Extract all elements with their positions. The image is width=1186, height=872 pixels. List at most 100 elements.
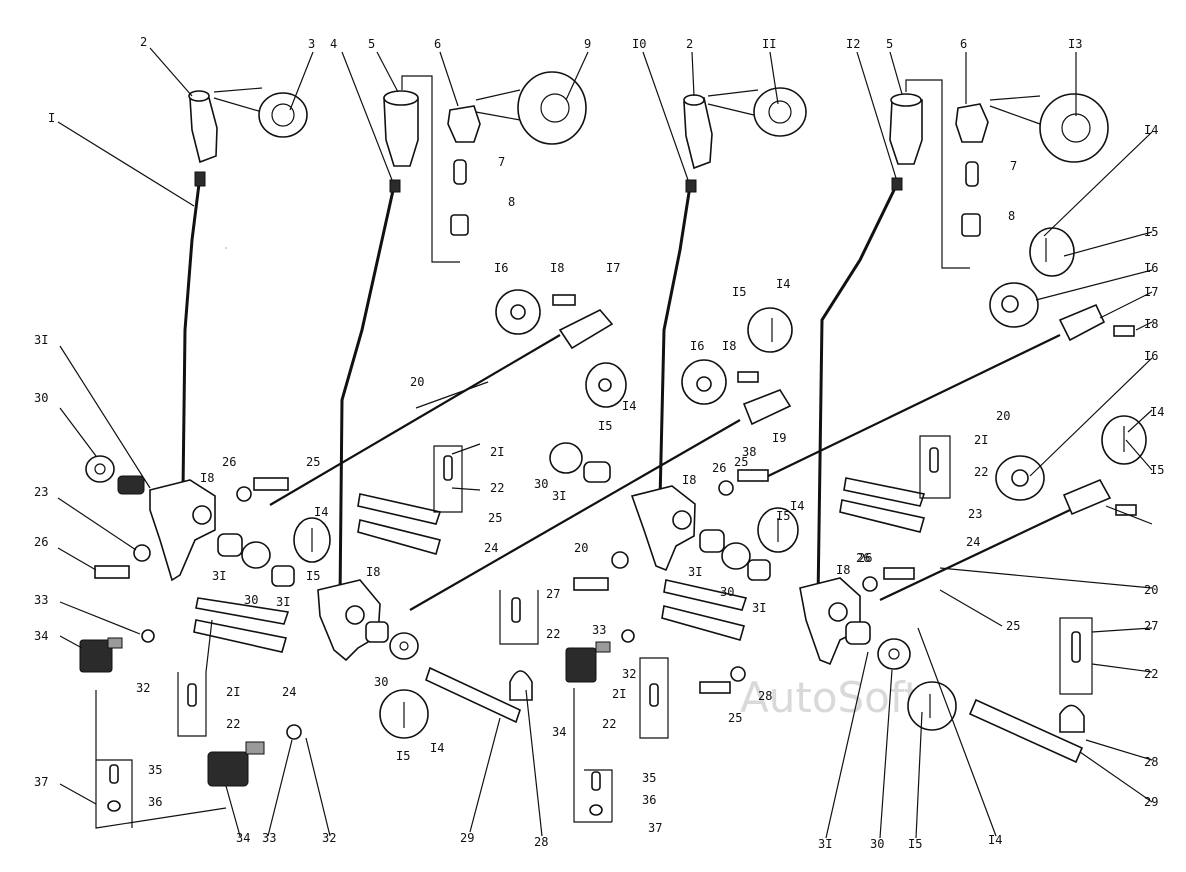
label-21b: 2I bbox=[974, 433, 988, 447]
key-28-a bbox=[509, 670, 533, 701]
label-12: I2 bbox=[846, 37, 860, 51]
pin-18-d bbox=[737, 371, 759, 383]
shift-rods bbox=[269, 227, 1147, 611]
label-31c: 3I bbox=[212, 569, 226, 583]
knob-5-right bbox=[889, 99, 923, 165]
label-8b: 8 bbox=[1008, 209, 1015, 223]
label-18c: I8 bbox=[722, 339, 736, 353]
pin-21-a bbox=[187, 683, 197, 707]
label-22e: 22 bbox=[1144, 667, 1158, 681]
plate-23-a bbox=[195, 597, 290, 625]
pin-27-a bbox=[511, 597, 521, 623]
label-15e: I5 bbox=[776, 509, 790, 523]
lever-bracket-3 bbox=[630, 485, 696, 572]
nut-26-g bbox=[718, 480, 734, 496]
label-14h: I4 bbox=[988, 833, 1002, 847]
label-24a: 24 bbox=[484, 541, 498, 555]
switch-34-c-plug bbox=[595, 641, 611, 653]
screw-33-b bbox=[621, 629, 635, 643]
label-5b: 5 bbox=[886, 37, 893, 51]
label-14d: I4 bbox=[1150, 405, 1164, 419]
lever-rod-10 bbox=[658, 185, 692, 501]
label-6b: 6 bbox=[960, 37, 967, 51]
knob-6-a bbox=[447, 105, 481, 143]
bush-31-h bbox=[845, 621, 871, 645]
clevis-17-b bbox=[1058, 303, 1106, 342]
label-6a: 6 bbox=[434, 37, 441, 51]
washer-30-a-hole bbox=[94, 463, 106, 475]
label-29b: 29 bbox=[1144, 795, 1158, 809]
label-38: 38 bbox=[742, 445, 756, 459]
label-2a: 2 bbox=[140, 35, 147, 49]
label-36b: 36 bbox=[642, 793, 656, 807]
label-3: 3 bbox=[308, 37, 315, 51]
plate-23-b bbox=[357, 493, 442, 525]
callout-leader-3 bbox=[213, 87, 263, 113]
nut-8-b bbox=[961, 213, 981, 237]
label-9: 9 bbox=[584, 37, 591, 51]
label-32c: 32 bbox=[322, 831, 336, 845]
washer-30-f bbox=[877, 638, 911, 670]
label-16d: I6 bbox=[1144, 349, 1158, 363]
label-37b: 37 bbox=[648, 821, 662, 835]
label-15b: I5 bbox=[732, 285, 746, 299]
bracket-line-27a bbox=[499, 590, 539, 645]
bracket-line-27b bbox=[1059, 617, 1093, 695]
washer-30-f-hole bbox=[888, 648, 900, 660]
bush-31-f bbox=[699, 529, 725, 553]
knob-5-right-top bbox=[890, 93, 922, 107]
label-16c: I6 bbox=[690, 339, 704, 353]
label-7a: 7 bbox=[498, 155, 505, 169]
label-32b: 32 bbox=[622, 667, 636, 681]
plate-24-c bbox=[661, 605, 745, 641]
lever-bracket-4 bbox=[799, 577, 861, 666]
pin-21-b bbox=[443, 455, 453, 481]
knob-face-3 bbox=[271, 103, 295, 127]
label-15c: I5 bbox=[598, 419, 612, 433]
label-25a: 25 bbox=[306, 455, 320, 469]
label-11: II bbox=[762, 37, 776, 51]
plate-24-a bbox=[193, 619, 288, 653]
clevis-19 bbox=[742, 389, 792, 426]
label-30c: 30 bbox=[244, 593, 258, 607]
screw-7-b bbox=[965, 161, 979, 187]
label-7b: 7 bbox=[1010, 159, 1017, 173]
nut-26-c bbox=[611, 551, 629, 569]
clevis-17-a bbox=[558, 309, 614, 350]
label-16b: I6 bbox=[1144, 261, 1158, 275]
lever-assembly-2 bbox=[177, 71, 587, 739]
bush-31-a bbox=[117, 475, 145, 495]
label-26b: 26 bbox=[712, 461, 726, 475]
knob-5-left-top bbox=[383, 90, 419, 106]
plate-23-d bbox=[843, 477, 926, 507]
knob-2-right-top bbox=[683, 94, 705, 106]
bush-31-g bbox=[747, 559, 771, 581]
label-24b: 24 bbox=[966, 535, 980, 549]
nut-16-b bbox=[1001, 295, 1019, 313]
shift-rod-20-b bbox=[409, 419, 741, 611]
label-22c: 22 bbox=[546, 627, 560, 641]
bolt-25-e bbox=[699, 681, 731, 694]
label-34c: 34 bbox=[236, 831, 250, 845]
label-18f: I8 bbox=[366, 565, 380, 579]
label-28c: 28 bbox=[1144, 755, 1158, 769]
label-15g: I5 bbox=[396, 749, 410, 763]
label-25c: 26 bbox=[34, 535, 48, 549]
label-19: I9 bbox=[772, 431, 786, 445]
label-15h: I5 bbox=[908, 837, 922, 851]
shift-rod-20-a bbox=[269, 334, 561, 506]
ring-15-b bbox=[598, 378, 612, 392]
label-10: I0 bbox=[632, 37, 646, 51]
nut-26-b bbox=[236, 486, 252, 502]
label-23b: 23 bbox=[968, 507, 982, 521]
label-24c: 24 bbox=[282, 685, 296, 699]
label-8a: 8 bbox=[508, 195, 515, 209]
label-21c: 2I bbox=[612, 687, 626, 701]
knob-2-left bbox=[189, 93, 218, 164]
knob-top-left bbox=[188, 90, 210, 102]
callout-bubble-13 bbox=[1039, 93, 1109, 163]
lever-tip-12 bbox=[891, 177, 903, 191]
bracket-line-21a bbox=[177, 619, 213, 737]
pin-36-a bbox=[107, 800, 121, 812]
